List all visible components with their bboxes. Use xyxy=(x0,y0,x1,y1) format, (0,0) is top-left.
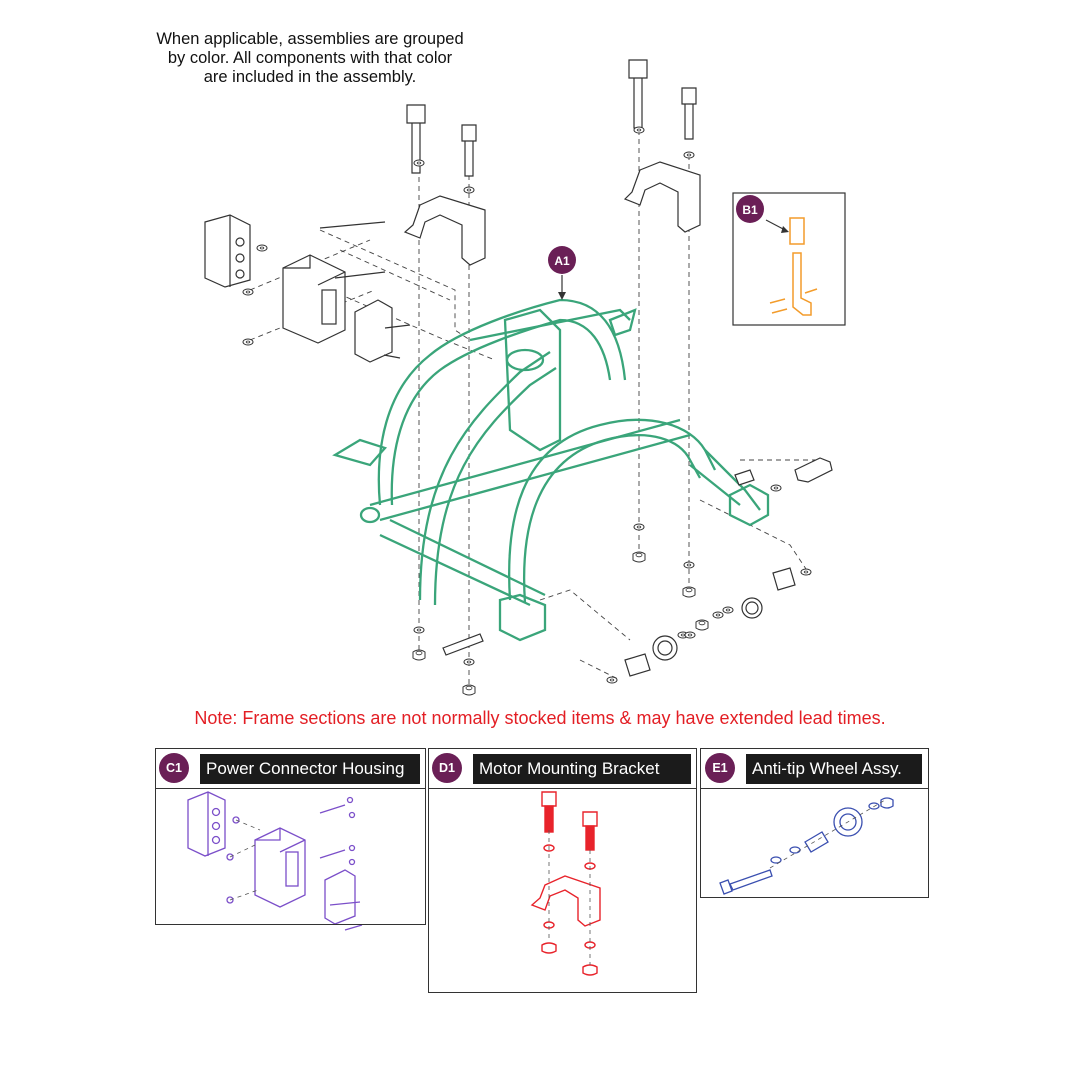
frame-stock-note: Note: Frame sections are not normally st… xyxy=(194,708,886,728)
main-frame-assembly xyxy=(332,298,770,642)
panel-c1-title: Power Connector Housing xyxy=(200,754,420,784)
right-antitip-parts xyxy=(442,457,833,677)
panel-d1-badge: D1 xyxy=(432,753,462,783)
panel-c1-divider xyxy=(156,788,425,789)
e1-guide-lines xyxy=(769,799,886,869)
panel-antitip-wheel-assy: E1 Anti-tip Wheel Assy. xyxy=(700,748,929,898)
assembly-color-note: When applicable, assemblies are grouped … xyxy=(156,30,464,86)
d1-guide-lines xyxy=(548,830,591,965)
detail-box-b1: B1 xyxy=(732,192,846,326)
c1-guide-lines xyxy=(229,819,261,901)
e1-assembly-art xyxy=(719,797,894,895)
panel-c1-badge: C1 xyxy=(159,753,189,783)
panel-e1-badge: E1 xyxy=(705,753,735,783)
panel-motor-mounting-bracket: D1 Motor Mounting Bracket xyxy=(428,748,697,993)
callout-b1-label: B1 xyxy=(742,203,758,217)
callout-a1: A1 xyxy=(548,246,576,300)
panel-d1-divider xyxy=(429,788,696,789)
panel-power-connector-housing: C1 Power Connector Housing xyxy=(155,748,426,925)
panel-e1-title: Anti-tip Wheel Assy. xyxy=(746,754,922,784)
panel-e1-divider xyxy=(701,788,928,789)
panel-d1-title: Motor Mounting Bracket xyxy=(473,754,691,784)
c1-assembly-art xyxy=(187,791,363,931)
callout-a1-label: A1 xyxy=(554,254,570,268)
left-connector-housing-cluster xyxy=(204,214,411,363)
motor-bracket-right-outline xyxy=(623,59,701,233)
motor-bracket-left-outline xyxy=(403,104,486,266)
